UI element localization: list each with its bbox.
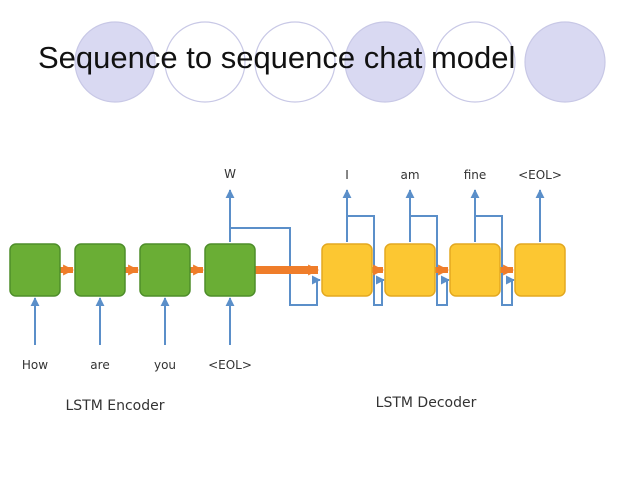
feedback-line-3	[410, 215, 450, 306]
encoder-input-word-1: How	[22, 358, 48, 372]
decoder-output-word-4: <EOL>	[518, 168, 562, 182]
encoder-input-word-3: you	[154, 358, 176, 372]
encoder-cell-4	[204, 243, 256, 297]
feedback-line-4	[475, 215, 515, 306]
feedback-line-2	[347, 215, 385, 306]
decoder-cell-2	[384, 243, 436, 297]
encoder-input-word-4: <EOL>	[208, 358, 252, 372]
decoder-output-word-2: am	[400, 168, 419, 182]
encoder-input-word-2: are	[90, 358, 109, 372]
encoder-cell-1	[9, 243, 61, 297]
encoder-label: LSTM Encoder	[65, 398, 164, 414]
slide-title: Sequence to sequence chat model	[38, 40, 516, 75]
encoder-cell-2	[74, 243, 126, 297]
decoder-cell-3	[449, 243, 501, 297]
feedback-line-1	[230, 227, 321, 306]
encoder-output-word: W	[224, 167, 236, 181]
decor-circle-3	[254, 21, 336, 103]
decor-circle-2	[164, 21, 246, 103]
decoder-cell-1	[321, 243, 373, 297]
encoder-cell-3	[139, 243, 191, 297]
decoder-output-word-1: I	[345, 168, 349, 182]
decoder-output-word-3: fine	[464, 168, 487, 182]
decoder-label: LSTM Decoder	[376, 395, 477, 411]
decor-circle-4	[344, 21, 426, 103]
decor-circle-1	[74, 21, 156, 103]
decor-circle-6	[524, 21, 606, 103]
decor-circle-5	[434, 21, 516, 103]
decoder-cell-4	[514, 243, 566, 297]
